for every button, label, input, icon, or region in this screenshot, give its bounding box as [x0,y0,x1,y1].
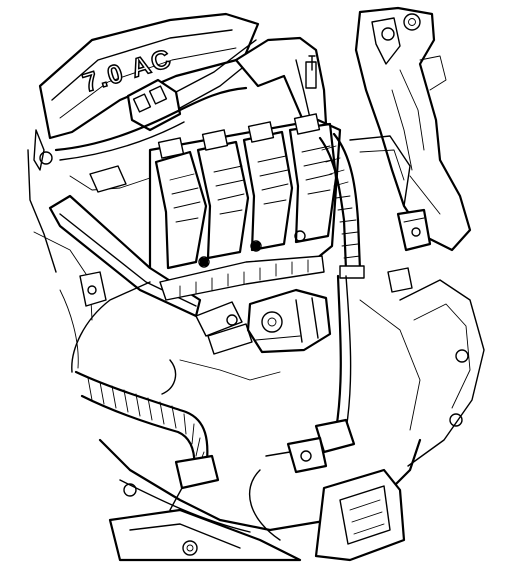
corrugated-harness-left [59,281,220,521]
wire-harness-upper [54,86,248,193]
valve-cover: 7.0 AC [33,12,260,171]
left-edge-structure [27,149,107,321]
lower-right-cable [265,274,356,474]
intake-tube [234,36,328,134]
throttle-body [246,288,332,354]
engine-block [98,279,485,562]
engine-mount-bracket [354,6,472,252]
fuel-rail [48,194,325,355]
ignition-coil-pack [148,113,342,298]
corrugated-harness-right [318,132,432,293]
